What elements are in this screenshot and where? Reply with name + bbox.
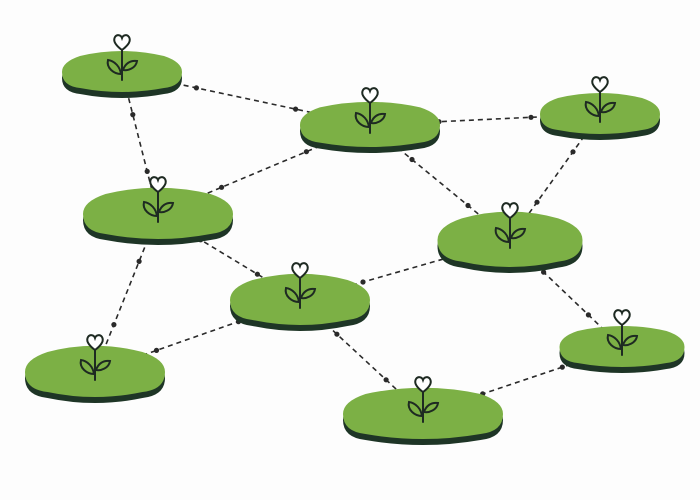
plant-island-n5	[437, 202, 583, 273]
sprout-icon	[354, 87, 387, 134]
connection-dot	[153, 347, 160, 353]
plant-island-n9	[343, 376, 503, 445]
connection-dot	[219, 184, 225, 190]
sprout-icon	[79, 334, 112, 381]
connection-dot	[534, 199, 540, 205]
connection-dot	[130, 112, 136, 118]
plant-island-n7	[25, 334, 165, 403]
connection-dot	[254, 271, 260, 277]
connection-dot	[585, 312, 592, 318]
sprout-icon	[284, 262, 317, 309]
connection-dot	[193, 85, 199, 91]
plant-island-n3	[540, 76, 660, 140]
connection-dot	[111, 322, 117, 328]
connection-dot	[293, 106, 299, 112]
connection-dot	[303, 149, 309, 155]
connection-dot	[559, 364, 565, 370]
plant-island-n8	[559, 309, 685, 373]
sprout-icon	[106, 34, 139, 81]
connection-dot	[383, 377, 389, 383]
connection-dot	[144, 168, 150, 174]
plant-island-n4	[83, 176, 233, 245]
plant-island-n6	[230, 262, 370, 331]
sprout-icon	[407, 376, 440, 423]
plant-island-n2	[300, 87, 440, 153]
connection-line	[121, 71, 159, 215]
connection-dot	[360, 279, 366, 285]
sprout-icon	[584, 76, 617, 123]
connection-dot	[409, 156, 415, 163]
connection-dot	[465, 202, 471, 209]
connection-dot	[334, 331, 340, 337]
plant-island-n1	[62, 34, 182, 98]
connection-dot	[541, 269, 547, 275]
connection-dot	[136, 258, 142, 264]
connection-dot	[570, 149, 576, 155]
sprout-icon	[142, 176, 175, 223]
sprout-icon	[494, 202, 527, 249]
connection-dot	[528, 114, 534, 120]
sprout-icon	[606, 309, 639, 356]
